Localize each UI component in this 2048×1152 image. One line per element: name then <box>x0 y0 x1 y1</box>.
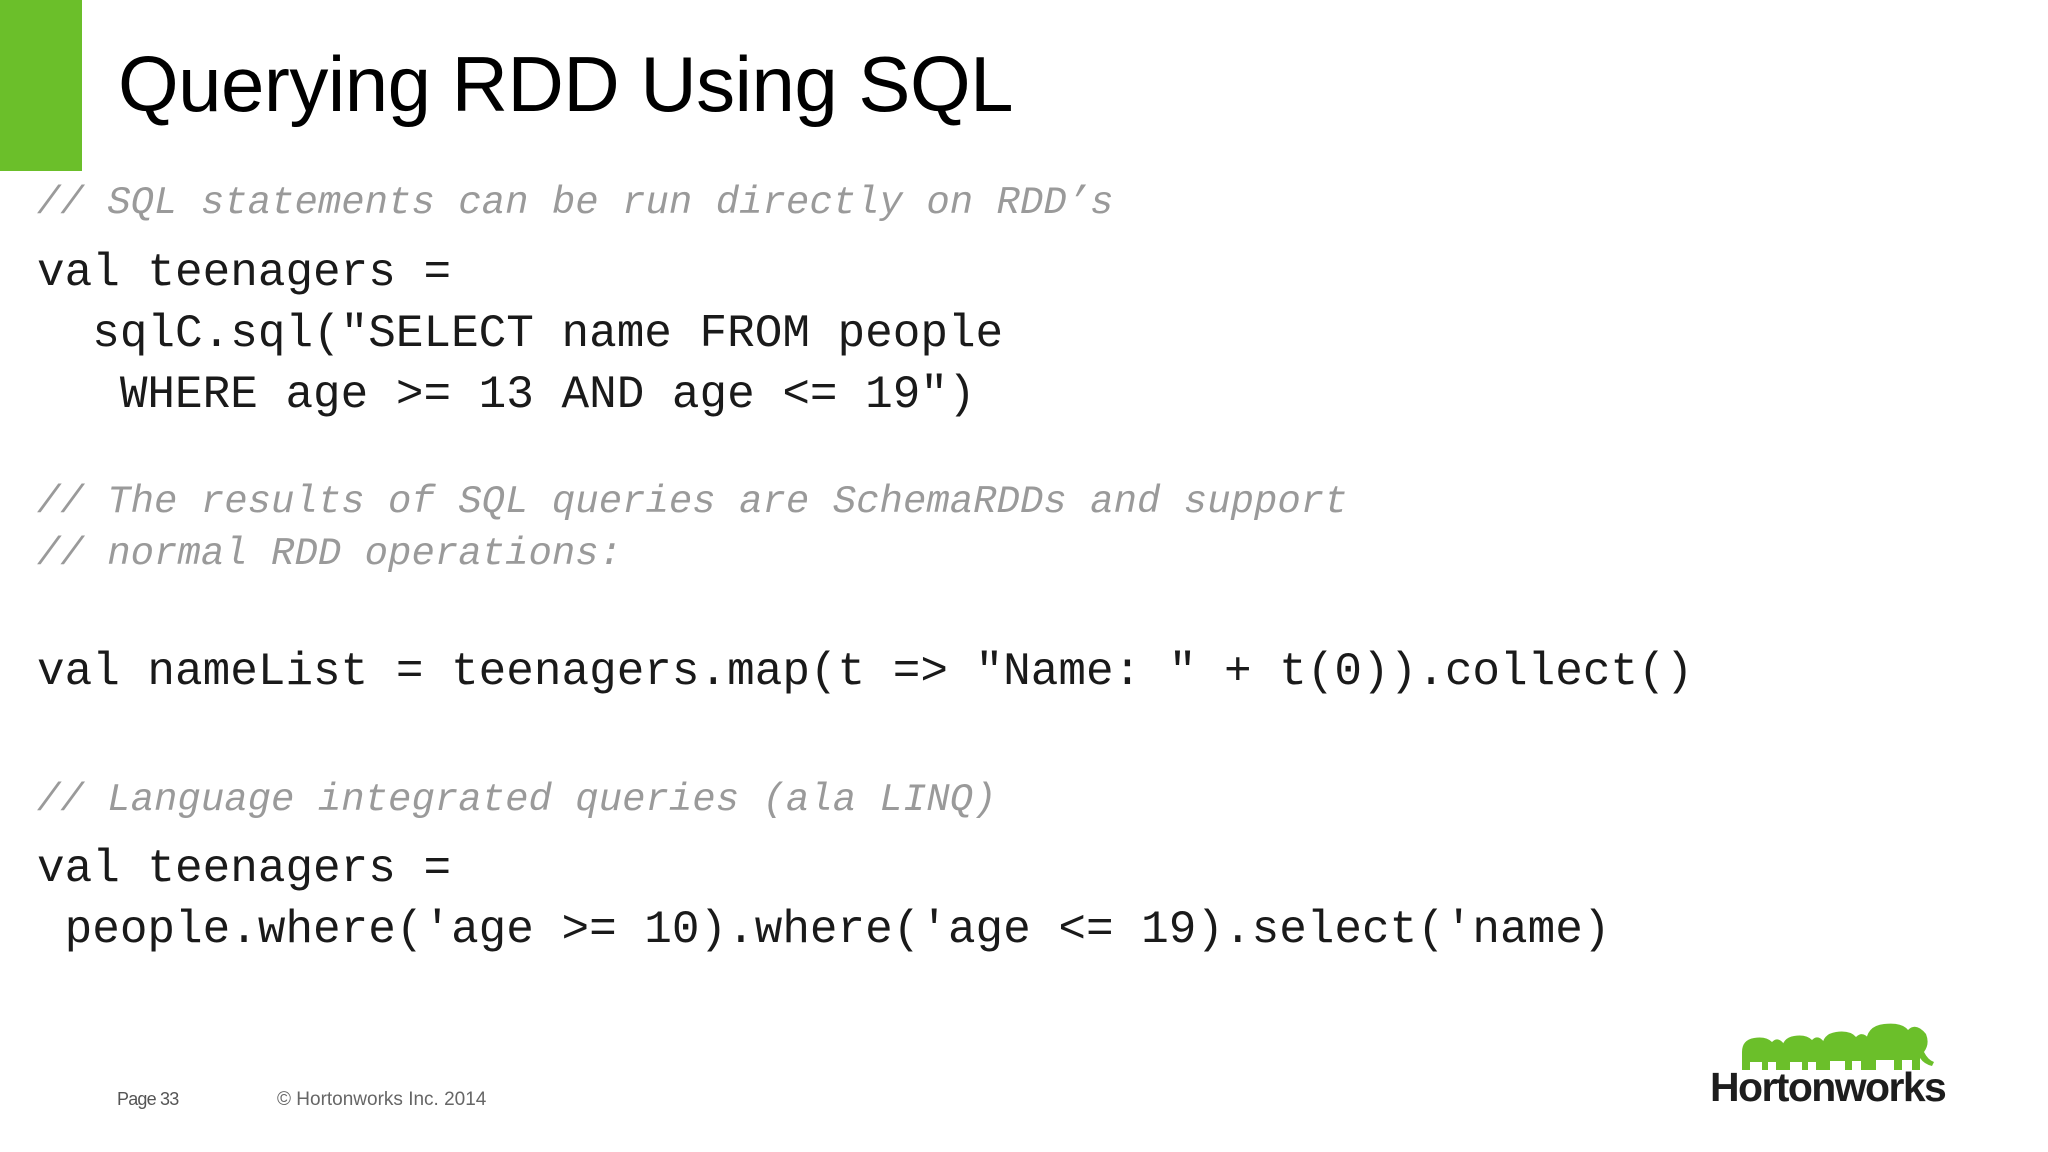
hortonworks-logo: Hortonworks <box>1708 1022 1947 1112</box>
copyright-text: © Hortonworks Inc. 2014 <box>277 1089 487 1110</box>
code-comment-3: // normal RDD operations: <box>37 532 623 576</box>
logo-text: Hortonworks <box>1710 1064 1947 1110</box>
code-comment-4: // Language integrated queries (ala LINQ… <box>37 778 997 822</box>
code-line-5: val teenagers = <box>37 843 452 895</box>
page-number: Page 33 <box>117 1089 179 1109</box>
code-line-1: val teenagers = <box>37 247 452 299</box>
code-line-6: people.where('age >= 10).where('age <= 1… <box>37 904 1611 956</box>
code-comment-2: // The results of SQL queries are Schema… <box>37 480 1348 524</box>
code-comment-1: // SQL statements can be run directly on… <box>37 181 1114 225</box>
slide-title: Querying RDD Using SQL <box>118 40 1014 128</box>
code-line-3: WHERE age >= 13 AND age <= 19") <box>37 369 976 421</box>
code-line-2: sqlC.sql("SELECT name FROM people <box>37 308 1004 360</box>
elephants-logo-icon <box>1742 1023 1934 1070</box>
code-line-4: val nameList = teenagers.map(t => "Name:… <box>37 646 1694 698</box>
accent-bar <box>0 0 82 171</box>
